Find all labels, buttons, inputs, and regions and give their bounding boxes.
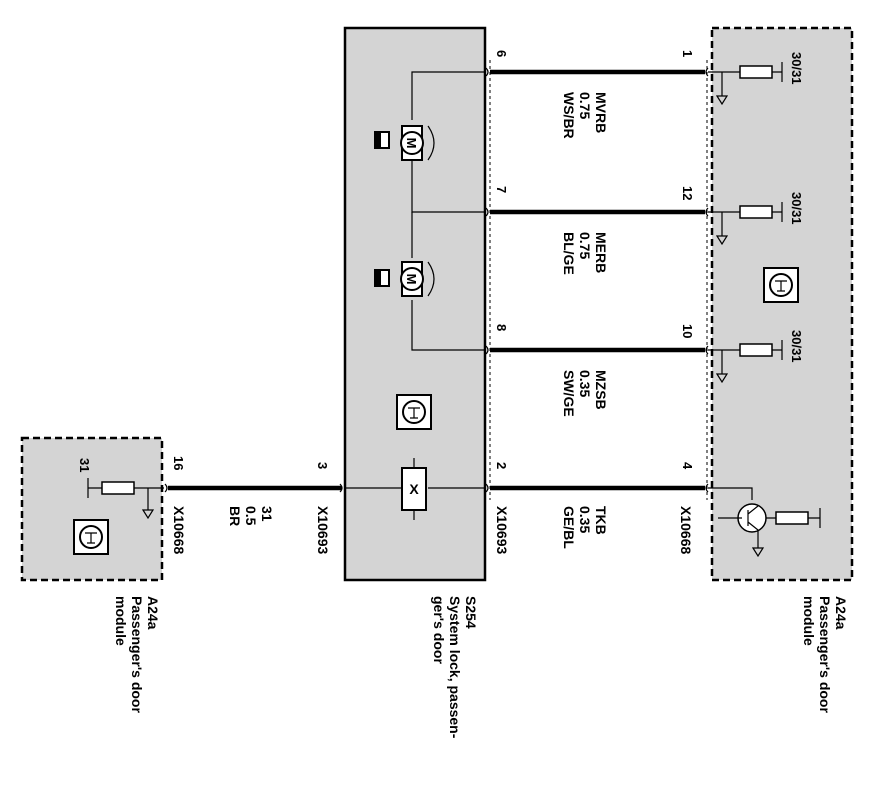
left-module-box — [20, 436, 164, 582]
svg-text:A24a: A24a — [833, 596, 849, 630]
resistor-group-1 — [708, 62, 783, 106]
wire-label-merb: MERB 0.75 BL/GE — [561, 232, 609, 275]
svg-text:BL/GE: BL/GE — [561, 232, 577, 275]
motor-2-label: M — [404, 274, 419, 285]
svg-text:MERB: MERB — [593, 232, 609, 273]
pin-center-6: 6 — [494, 50, 509, 57]
svg-text:0.35: 0.35 — [577, 506, 593, 533]
connector-ticks — [164, 67, 709, 493]
svg-text:A24a: A24a — [145, 596, 161, 630]
connector-right: X10668 — [678, 506, 694, 554]
resistor-label-1: 30/31 — [789, 52, 804, 85]
motor-symbol-2: M — [374, 261, 435, 297]
pin-left-16: 16 — [171, 456, 186, 470]
pin-center-8: 8 — [494, 324, 509, 331]
svg-text:0.75: 0.75 — [577, 92, 593, 119]
connector-left: X10668 — [171, 506, 187, 554]
motor-1-label: M — [404, 138, 419, 149]
resistor-group-2 — [708, 202, 783, 246]
wire-labels: MVRB 0.75 WS/BR MERB 0.75 BL/GE MZSB 0.3… — [227, 92, 609, 549]
svg-text:ger's door: ger's door — [431, 596, 447, 664]
right-module-box — [710, 26, 854, 582]
svg-text:SW/GE: SW/GE — [561, 370, 577, 417]
resistor-labels: 30/31 30/31 30/31 31 — [77, 52, 804, 472]
transistor-symbol — [708, 487, 821, 558]
pin-center-2: 2 — [494, 462, 509, 469]
ground-symbol-right — [763, 267, 799, 303]
resistor-label-3: 30/31 — [789, 330, 804, 363]
switch-symbol: X — [401, 458, 427, 520]
pin-right-4: 4 — [680, 462, 695, 470]
svg-text:MVRB: MVRB — [593, 92, 609, 133]
svg-text:module: module — [801, 596, 817, 646]
right-module-caption: A24a Passenger's door module — [801, 596, 849, 713]
ground-symbol-left — [73, 519, 109, 555]
svg-text:GE/BL: GE/BL — [561, 506, 577, 549]
svg-text:BR: BR — [227, 506, 243, 526]
center-internal-wiring — [344, 71, 486, 489]
svg-text:WS/BR: WS/BR — [561, 92, 577, 139]
wire-label-mzsb: MZSB 0.35 SW/GE — [561, 370, 609, 417]
pin-labels: 1 12 10 4 6 7 8 2 3 16 — [171, 50, 695, 470]
center-component-caption: S254 System lock, passen- ger's door — [431, 596, 479, 739]
left-ground-resistor — [87, 478, 164, 520]
pin-center-3: 3 — [315, 462, 330, 469]
connector-labels: X10668 X10693 X10693 X10668 — [171, 506, 694, 554]
svg-text:31: 31 — [259, 506, 275, 522]
left-module-caption: A24a Passenger's door module — [113, 596, 161, 713]
ground-symbol-center — [396, 394, 432, 430]
svg-text:0.75: 0.75 — [577, 232, 593, 259]
connector-center-right: X10693 — [494, 506, 510, 554]
resistor-label-2: 30/31 — [789, 192, 804, 225]
resistor-group-3 — [708, 340, 783, 384]
pin-center-7: 7 — [494, 186, 509, 193]
svg-text:Passenger's door: Passenger's door — [817, 596, 833, 713]
svg-text:module: module — [113, 596, 129, 646]
svg-text:0.5: 0.5 — [243, 506, 259, 526]
svg-text:0.35: 0.35 — [577, 370, 593, 397]
svg-text:TKB: TKB — [593, 506, 609, 535]
pin-right-12: 12 — [680, 186, 695, 200]
motor-symbol-1: M — [374, 125, 435, 161]
svg-text:S254: S254 — [463, 596, 479, 629]
svg-text:Passenger's door: Passenger's door — [129, 596, 145, 713]
svg-text:MZSB: MZSB — [593, 370, 609, 410]
wire-label-mvrb: MVRB 0.75 WS/BR — [561, 92, 609, 139]
ground-label-31: 31 — [77, 458, 92, 472]
wire-label-tkb: TKB 0.35 GE/BL — [561, 506, 609, 549]
connector-center-left: X10693 — [315, 506, 331, 554]
switch-label: X — [409, 481, 419, 497]
svg-text:System lock, passen-: System lock, passen- — [447, 596, 463, 739]
pin-right-1: 1 — [680, 50, 695, 57]
pin-right-10: 10 — [680, 324, 695, 338]
wire-label-31: 31 0.5 BR — [227, 506, 275, 526]
